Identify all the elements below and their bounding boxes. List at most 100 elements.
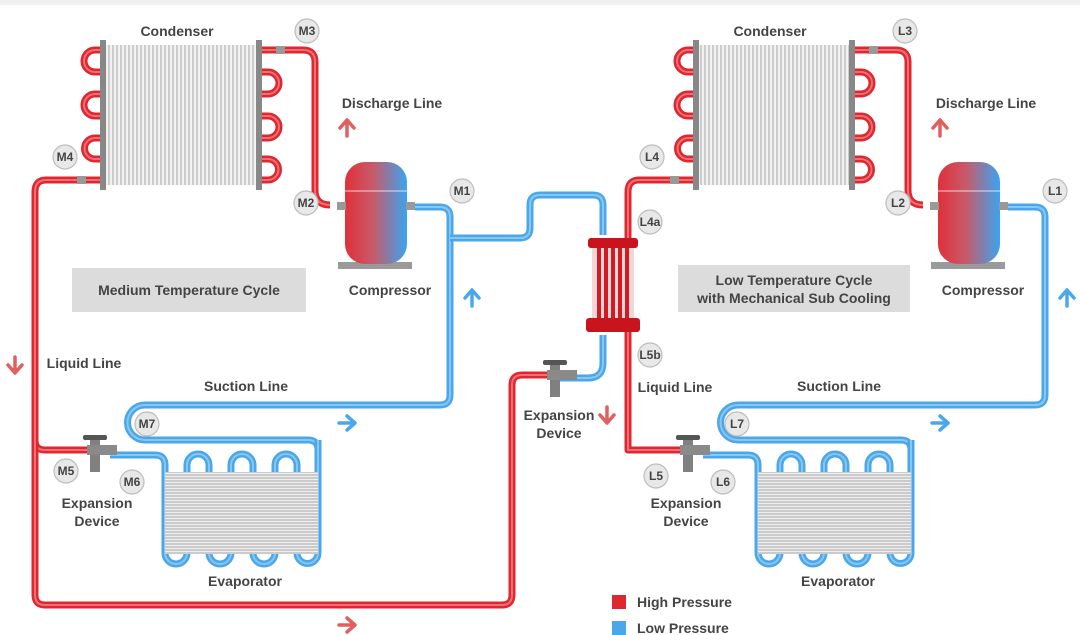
compressor-low: [938, 162, 1000, 264]
evaporator-coil-low: [703, 440, 915, 568]
expansion-valve-medium-body: [87, 445, 117, 455]
condenser-fins-medium: [100, 45, 262, 185]
subcooler-feed-line-highlight: [34, 374, 550, 606]
point-marker-l4: [639, 144, 665, 170]
point-label-m3: M3: [299, 24, 316, 38]
evaporator-label-low: Evaporator: [801, 573, 875, 589]
top-strip: [0, 0, 1080, 5]
legend-label-high: High Pressure: [637, 594, 732, 610]
expansion-label-medium-1: Expansion: [62, 495, 133, 511]
compressor-medium: [345, 162, 407, 264]
suction-arrow-up-medium: [463, 288, 481, 308]
coupling-medium: [337, 202, 346, 210]
expansion-label-subcooler-1: Expansion: [524, 407, 595, 423]
coupling-medium: [276, 46, 285, 54]
evaporator-coil-low-highlight: [703, 440, 912, 565]
point-marker-m3: [294, 18, 320, 44]
feed-arrow: [337, 616, 357, 634]
condenser-bracket-medium: [100, 40, 106, 190]
point-label-m5: M5: [58, 464, 75, 478]
condenser-fins-low: [693, 45, 855, 185]
suction-line-label-medium: Suction Line: [204, 378, 288, 394]
coupling-low: [999, 202, 1008, 210]
expansion-label-low-2: Device: [663, 513, 708, 529]
coupling-low: [670, 176, 679, 184]
liquid-arrow-low: [598, 405, 616, 425]
liquid-line-label-low: Liquid Line: [638, 379, 713, 395]
expansion-valve-medium-handle: [83, 435, 107, 440]
liquid-line-medium-highlight: [34, 190, 90, 451]
subcooler-evap-in: [560, 335, 607, 382]
compressor-label-medium: Compressor: [349, 282, 432, 298]
expansion-valve-subcooler-body: [547, 370, 577, 380]
coupling-low: [930, 202, 939, 210]
point-marker-l5: [643, 463, 669, 489]
expansion-valve-low-body: [680, 445, 710, 455]
liquid-line-medium: [31, 190, 90, 454]
discharge-line-label-low: Discharge Line: [936, 95, 1037, 111]
point-label-l3: L3: [898, 24, 912, 38]
subcooler-suction-highlight: [450, 194, 604, 239]
point-marker-l1: [1042, 178, 1068, 204]
coupling-medium: [77, 176, 86, 184]
point-label-l6: L6: [716, 475, 730, 489]
liquid-line-low-highlight: [627, 192, 683, 452]
point-label-m7: M7: [139, 417, 156, 431]
subcooler-tube: [611, 248, 615, 320]
subcooler-suction: [450, 191, 607, 242]
legend-swatch-high: [612, 595, 626, 609]
subcooler-top-header: [588, 238, 638, 248]
medium-cycle-box: [72, 268, 306, 312]
point-marker-m4: [52, 144, 78, 170]
suction-arrow-up-low: [1058, 288, 1076, 308]
expansion-label-medium-2: Device: [74, 513, 119, 529]
condenser-bracket-medium: [256, 40, 262, 190]
point-label-l4a: L4a: [640, 215, 661, 229]
point-marker-m6: [119, 469, 145, 495]
point-label-l5: L5: [649, 469, 663, 483]
point-label-l1: L1: [1048, 184, 1062, 198]
suction-line-low-highlight: [719, 206, 1046, 462]
point-marker-l3: [892, 18, 918, 44]
expansion-valve-low-handle: [676, 435, 700, 440]
evaporator-coil-medium-highlight: [110, 440, 319, 565]
condenser-bracket-low: [693, 40, 699, 190]
subcooler-feed-line: [31, 371, 550, 609]
evaporator-label-medium: Evaporator: [208, 573, 282, 589]
legend-label-low: Low Pressure: [637, 620, 729, 635]
point-label-m1: M1: [454, 184, 471, 198]
compressor-base-low: [931, 262, 1005, 269]
compressor-label-low: Compressor: [942, 282, 1025, 298]
subcooler-tube: [625, 248, 629, 320]
subcooler-evap-in-highlight: [560, 335, 604, 379]
liquid-line-low: [624, 192, 683, 454]
low-cycle-title-1: Low Temperature Cycle: [716, 272, 873, 288]
medium-cycle-title: Medium Temperature Cycle: [98, 282, 280, 298]
discharge-line-label-medium: Discharge Line: [342, 95, 443, 111]
point-marker-l2: [885, 190, 911, 216]
point-marker-m2: [293, 190, 319, 216]
expansion-valve-subcooler-handle: [543, 360, 567, 365]
compressor-base-medium: [338, 262, 412, 269]
point-marker-l6: [710, 469, 736, 495]
coupling-low: [869, 46, 878, 54]
evaporator-coil-medium: [110, 440, 322, 568]
point-marker-l7: [724, 411, 750, 437]
pipes: [31, 46, 1049, 609]
evaporator-fins-low: [758, 472, 911, 554]
discharge-arrow-medium: [338, 118, 356, 138]
evaporator-fins-medium: [165, 472, 318, 554]
point-label-l5b: L5b: [639, 348, 660, 362]
condenser-label-medium: Condenser: [140, 23, 214, 39]
point-marker-m1: [449, 178, 475, 204]
point-marker-l4a: [637, 209, 663, 235]
suction-line-low: [717, 203, 1049, 462]
suction-line-medium: [124, 203, 454, 462]
suction-line-label-low: Suction Line: [797, 378, 881, 394]
legend-swatch-low: [612, 621, 626, 635]
suction-arrow-right-low: [930, 414, 950, 432]
low-cycle-box: [678, 265, 910, 312]
point-label-l4: L4: [645, 150, 659, 164]
point-marker-m5: [53, 458, 79, 484]
